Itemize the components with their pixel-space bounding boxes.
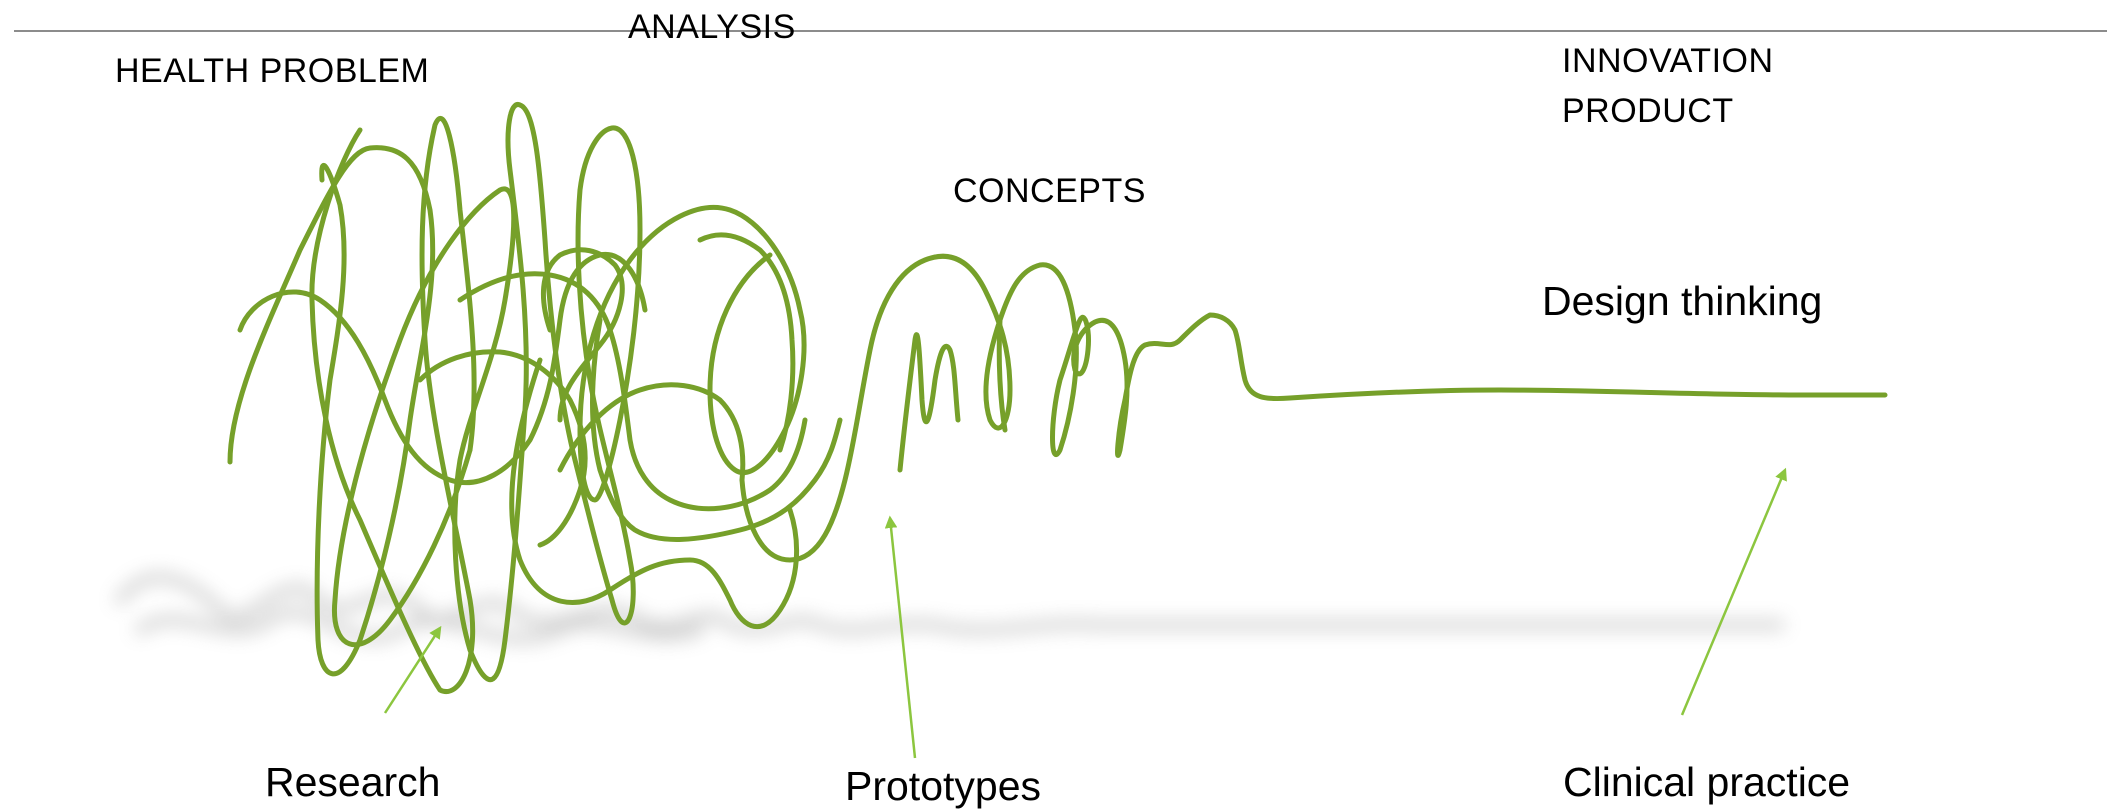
scribble-spike-2 [996,317,1008,433]
scribble-loop-2 [309,115,477,694]
scribble-loop-11 [417,349,588,548]
analysis-label: ANALYSIS [628,8,796,46]
scribble-tail [739,253,1888,563]
scribble-loop-5 [577,204,807,503]
design-thinking-label: Design thinking [1542,278,1823,324]
clinical-practice-arrow [1680,467,1787,716]
scribble-loop-8 [509,357,799,630]
innovation-label-line2: PRODUCT [1562,92,1734,130]
research-label: Research [265,759,441,805]
scribble-loop-12 [697,232,796,453]
scribble-spike-1 [897,332,961,473]
innovation-product-label: INNOVATION PRODUCT [1562,36,1774,136]
scribble-loop-13 [557,382,746,483]
prototypes-label: Prototypes [845,763,1041,809]
scribble-loop-6 [237,252,648,486]
green-scribble [227,102,1888,694]
top-divider-line [14,30,2107,32]
health-problem-label: HEALTH PROBLEM [115,52,430,90]
scribble-shadow [115,572,1785,644]
scribble-loop-10 [540,247,625,423]
scribble-loop-9 [457,271,808,512]
research-arrow [383,625,442,714]
scribble-loop-3 [331,186,517,682]
scribble-loop-7 [590,317,843,542]
scribble-loop-4 [502,102,643,643]
concepts-label: CONCEPTS [953,172,1146,210]
innovation-label-line1: INNOVATION [1562,42,1774,80]
prototypes-arrow [884,515,917,759]
arrows [383,467,1787,759]
clinical-practice-label: Clinical practice [1563,759,1851,805]
